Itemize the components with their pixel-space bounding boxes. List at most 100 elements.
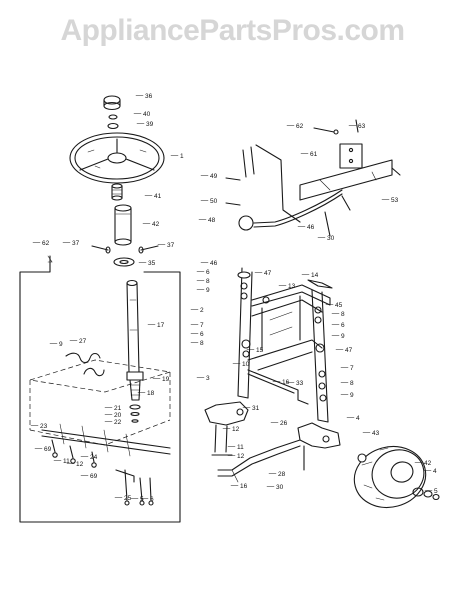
callout-c-18: 18 (147, 390, 155, 397)
callout-c-9b: 9 (206, 287, 210, 294)
watermark: AppliancePartsPros.com (60, 14, 405, 47)
callout-c-62b: 62 (296, 123, 304, 130)
callout-c-69b: 69 (90, 473, 98, 480)
callout-c-26: 26 (280, 420, 288, 427)
callout-c-6a: 6 (150, 496, 154, 503)
callout-c-20: 20 (114, 412, 122, 419)
kit-small-parts (51, 439, 154, 506)
callout-c-6d: 6 (200, 331, 204, 338)
callout-c-3: 3 (206, 375, 210, 382)
callout-c-12b: 12 (232, 426, 240, 433)
callout-c-6b: 6 (206, 269, 210, 276)
callout-c-9d: 9 (350, 392, 354, 399)
steering-bushing (114, 204, 132, 246)
front-wheel (353, 446, 440, 508)
callout-c-28: 28 (278, 471, 286, 478)
callout-c-25: 25 (124, 495, 132, 502)
callout-c-1: 1 (180, 153, 184, 160)
callout-c-45: 45 (335, 302, 343, 309)
callout-c-53: 53 (391, 197, 399, 204)
steering-wheel (69, 132, 165, 184)
callout-c-23: 23 (40, 423, 48, 430)
callout-c-39: 39 (146, 121, 154, 128)
rod-ends (225, 177, 351, 237)
kit-bracket-outline (19, 255, 181, 523)
axle-frame (237, 267, 331, 399)
callout-c-6c: 6 (341, 322, 345, 329)
callout-c-42b: 42 (424, 460, 432, 467)
callout-c-8c: 8 (200, 340, 204, 347)
callout-c-61: 61 (310, 151, 318, 158)
callout-c-19: 19 (162, 376, 170, 383)
wheel-adapter (111, 183, 123, 201)
steering-cap (103, 95, 121, 111)
callout-c-46b: 46 (210, 260, 218, 267)
callout-c-7a: 7 (200, 322, 204, 329)
callout-c-9c: 9 (341, 333, 345, 340)
callout-c-36a: 36 (145, 93, 153, 100)
steering-gear-sector (126, 371, 144, 423)
kingpin-left (237, 271, 251, 358)
callout-c-42: 42 (152, 221, 160, 228)
callout-c-47b: 47 (345, 347, 353, 354)
spindle-right (297, 422, 341, 471)
callout-c-5a: 5 (140, 496, 144, 503)
callout-c-8a: 8 (206, 278, 210, 285)
steering-shaft (126, 279, 140, 373)
tie-rod (247, 369, 309, 405)
callout-c-31: 31 (252, 405, 260, 412)
drag-link-lower (217, 439, 301, 483)
shaft-bearing (113, 257, 135, 267)
callout-c-11b: 11 (237, 444, 244, 451)
mounting-bracket (313, 119, 363, 169)
control-rod (238, 189, 343, 231)
callout-c-12c: 12 (237, 453, 245, 460)
axle-pin (262, 279, 333, 304)
callout-c-5b: 5 (434, 488, 438, 495)
callout-c-30b: 30 (276, 484, 284, 491)
callout-c-14: 14 (311, 272, 319, 279)
callout-c-4: 4 (356, 415, 360, 422)
callout-c-16: 16 (282, 379, 290, 386)
callout-c-50: 50 (210, 198, 218, 205)
callout-c-17: 17 (157, 322, 165, 329)
shaft-bolts (91, 245, 159, 254)
callout-c-10: 10 (242, 361, 250, 368)
callout-c-62: 62 (42, 240, 50, 247)
callout-c-35: 35 (148, 260, 156, 267)
callout-c-7b: 7 (350, 365, 354, 372)
callout-c-22: 22 (114, 419, 122, 426)
callout-c-33: 33 (296, 380, 304, 387)
callout-c-47a: 47 (264, 270, 272, 277)
spring-coil (65, 352, 105, 377)
callout-c-40: 40 (143, 111, 151, 118)
callout-c-63: 63 (358, 123, 366, 130)
callout-c-24: 24 (90, 454, 98, 461)
callout-c-11a: 11 (63, 458, 70, 465)
spindle-left (204, 401, 249, 456)
callout-c-4b: 4 (433, 468, 437, 475)
callout-c-13: 13 (288, 283, 296, 290)
kit-dashed-frame (29, 359, 171, 446)
cap-screw-and-washer (107, 114, 119, 130)
callout-c-12a: 12 (76, 461, 84, 468)
kingpin-right (311, 289, 329, 423)
callout-c-16b: 16 (240, 483, 248, 490)
callout-c-27: 27 (79, 338, 87, 345)
callout-c-37b: 37 (167, 242, 175, 249)
callout-c-21: 21 (114, 405, 122, 412)
callout-c-43: 43 (372, 430, 380, 437)
callout-c-46: 46 (307, 224, 315, 231)
callout-c-37a: 37 (72, 240, 80, 247)
callout-c-8b: 8 (341, 311, 345, 318)
drag-link-bar (242, 144, 401, 223)
callout-c-15: 15 (256, 347, 264, 354)
callout-c-8d: 8 (350, 380, 354, 387)
callout-c-30a: 30 (327, 235, 335, 242)
callout-c-2: 2 (200, 307, 204, 314)
callout-c-9a: 9 (59, 341, 63, 348)
callout-c-48: 48 (208, 217, 216, 224)
callout-c-69: 69 (44, 446, 52, 453)
